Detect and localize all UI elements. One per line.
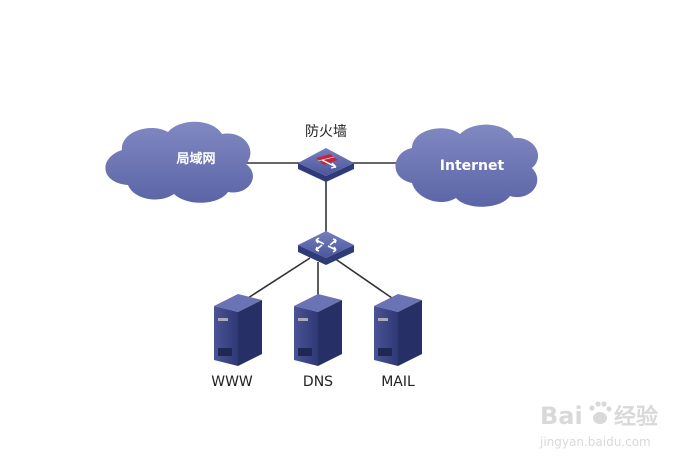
firewall-device: 防火墙 xyxy=(298,124,354,182)
server-dns-front xyxy=(294,306,318,366)
server-dns-label: DNS xyxy=(303,374,333,390)
server-dns-badge xyxy=(298,318,308,321)
internet-cloud-shape xyxy=(395,124,539,207)
baidu-jingyan-watermark: Bai 经验 jingyan.baidu.com xyxy=(539,401,658,449)
server-www xyxy=(214,294,262,366)
server-www-vent xyxy=(218,348,232,356)
internet-cloud: Internet xyxy=(395,124,539,207)
internet-cloud-label: Internet xyxy=(440,158,505,174)
link-switch-www xyxy=(247,257,311,299)
server-mail-top xyxy=(374,294,422,312)
watermark-brand-left: Bai xyxy=(540,402,583,430)
server-dns-top xyxy=(294,294,342,312)
server-mail-front xyxy=(374,306,398,366)
server-mail-label: MAIL xyxy=(381,374,415,390)
server-mail-vent xyxy=(378,348,392,356)
server-dns-vent xyxy=(298,348,312,356)
lan-cloud: 局域网 xyxy=(105,121,253,203)
firewall-brick-icon xyxy=(316,154,338,169)
lan-cloud-shape xyxy=(105,121,253,203)
switch-arrows-icon xyxy=(315,237,337,253)
connection-lines xyxy=(238,162,410,299)
switch-top xyxy=(298,231,354,258)
server-www-top xyxy=(214,294,262,312)
watermark-url: jingyan.baidu.com xyxy=(539,435,651,449)
switch-device xyxy=(298,231,354,265)
server-dns xyxy=(294,294,342,366)
server-mail xyxy=(374,294,422,366)
server-www-front xyxy=(214,306,238,366)
server-mail-badge xyxy=(378,318,388,321)
firewall-label: 防火墙 xyxy=(305,124,347,140)
firewall-side xyxy=(298,163,354,182)
server-www-badge xyxy=(218,318,228,321)
server-mail-side xyxy=(398,300,422,366)
server-www-label: WWW xyxy=(211,374,253,390)
server-dns-side xyxy=(318,300,342,366)
server-www-side xyxy=(238,300,262,366)
lan-cloud-label: 局域网 xyxy=(176,151,215,167)
switch-side xyxy=(298,245,354,265)
link-switch-mail xyxy=(333,257,393,299)
watermark-brand-right: 经验 xyxy=(614,404,658,430)
paw-icon xyxy=(589,401,612,424)
